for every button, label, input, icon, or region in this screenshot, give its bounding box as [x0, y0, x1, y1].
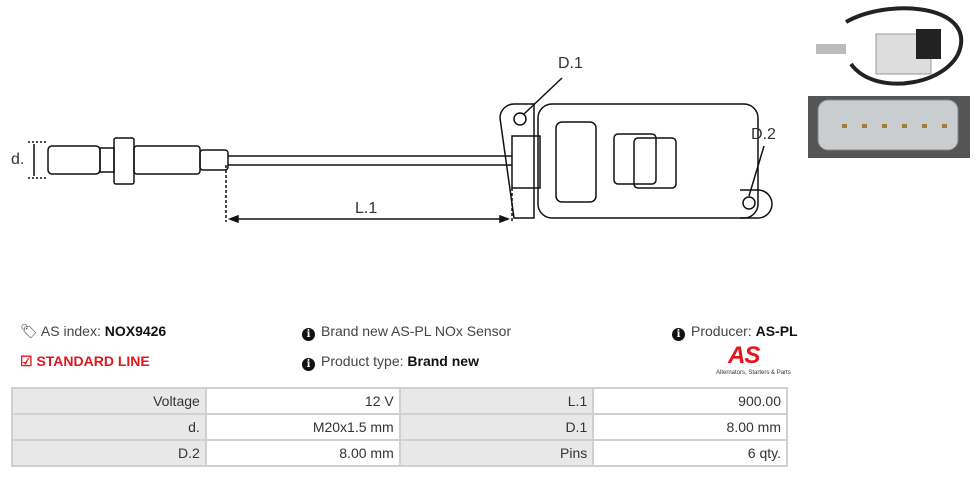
product-photo[interactable]: [806, 4, 970, 92]
d1-label: D.1: [558, 55, 583, 72]
as-pl-logo: AS: [728, 342, 760, 369]
d2-label: D.2: [751, 126, 776, 143]
tags-icon: 🏷: [20, 323, 38, 339]
standard-line-badge: ☑ STANDARD LINE: [20, 353, 150, 369]
info-icon: i: [672, 328, 685, 341]
as-index: 🏷 AS index: NOX9426: [20, 323, 167, 339]
connector-photo[interactable]: [808, 96, 970, 158]
d-label: d.: [11, 151, 25, 168]
sensor-technical-drawing: [28, 77, 773, 224]
info-icon: i: [302, 358, 315, 371]
l1-label: L.1: [355, 200, 378, 217]
info-icon: i: [302, 328, 315, 341]
logo-tagline: Alternators, Starters & Parts: [716, 370, 791, 376]
check-square-icon: ☑: [20, 353, 33, 369]
